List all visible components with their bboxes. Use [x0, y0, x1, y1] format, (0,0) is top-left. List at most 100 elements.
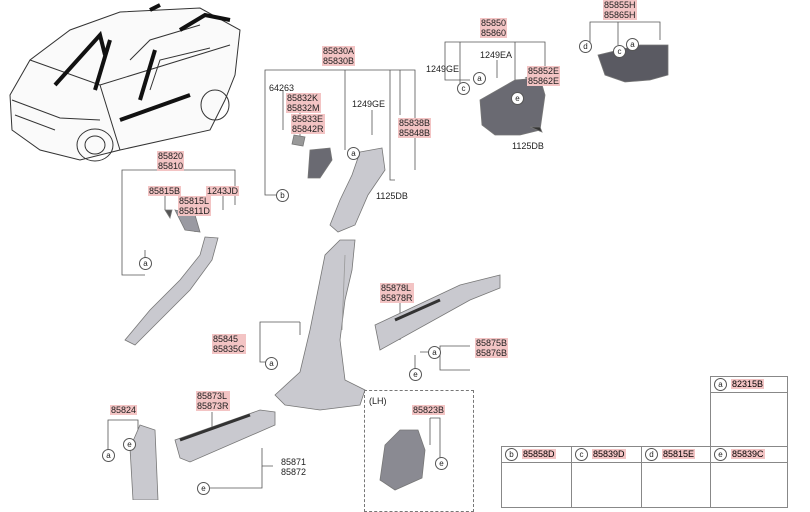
part-1249GE-top-label[interactable]: 1249GE: [426, 64, 459, 74]
legend-cell-b-header: b 85858D: [502, 447, 572, 463]
callout-a-center: a: [265, 357, 278, 370]
upper-center-pillar-trim: [291, 134, 386, 233]
vehicle-illustration: [9, 7, 241, 162]
legend-code-85839D[interactable]: 85839D: [592, 449, 626, 459]
code-85865H: 85865H: [604, 10, 636, 20]
callout-a-rearupper: a: [626, 38, 639, 51]
vehicle-pillar-highlights: [53, 3, 231, 122]
code-85832M: 85832M: [287, 103, 320, 113]
legend-cell-a-header: a 82315B: [711, 377, 787, 393]
part-1249GE-mid-label[interactable]: 1249GE: [352, 99, 385, 109]
legend-cell-e: e 85839C: [710, 446, 788, 508]
callout-a-apillar: a: [139, 257, 152, 270]
code-85815L: 85815L: [179, 196, 210, 206]
part-85823B-label[interactable]: 85823B: [412, 405, 446, 415]
part-85815B-label[interactable]: 85815B: [148, 186, 182, 196]
code-85876B: 85876B: [476, 348, 508, 358]
legend-cell-c: c 85839D: [571, 446, 643, 508]
part-1243JD-label[interactable]: 1243JD: [206, 186, 240, 196]
cowl-side-trim: [129, 424, 159, 500]
legend-cell-b: b 85858D: [501, 446, 573, 508]
lh-label: (LH): [369, 396, 387, 406]
code-85810: 85810: [158, 161, 184, 171]
code-85842R: 85842R: [292, 124, 324, 134]
code-85860: 85860: [481, 28, 507, 38]
legend-letter-d: d: [645, 448, 658, 461]
callout-a-scuff: a: [428, 346, 441, 359]
code-85871: 85871: [281, 457, 307, 467]
legend-letter-c: c: [575, 448, 588, 461]
code-85823B: 85823B: [413, 405, 445, 415]
legend-cell-d-header: d 85815E: [642, 447, 711, 463]
part-1249EA-label[interactable]: 1249EA: [480, 50, 512, 60]
part-1125DB-top-label[interactable]: 1125DB: [512, 141, 544, 151]
legend-code-85815E[interactable]: 85815E: [662, 449, 696, 459]
code-85830B: 85830B: [323, 56, 355, 66]
callout-e-lh: e: [435, 457, 448, 470]
code-1249GE-mid: 1249GE: [352, 99, 386, 109]
lh-bracket-part: [379, 429, 426, 491]
code-1125DB-top: 1125DB: [512, 141, 544, 151]
callout-e-frontscuff: e: [197, 482, 210, 495]
code-85815B: 85815B: [149, 186, 181, 196]
callout-c-rearupper: c: [613, 45, 626, 58]
callout-a-cowl: a: [102, 449, 115, 462]
a-pillar-trim: [124, 209, 219, 346]
code-1125DB-mid: 1125DB: [376, 191, 408, 201]
legend-code-85839C[interactable]: 85839C: [731, 449, 765, 459]
code-85833E: 85833E: [292, 114, 324, 124]
code-85845: 85845: [213, 334, 239, 344]
code-85848B: 85848B: [399, 128, 431, 138]
lh-text: (LH): [369, 396, 387, 406]
legend-code-85858D[interactable]: 85858D: [522, 449, 556, 459]
legend-cell-e-header: e 85839C: [711, 447, 787, 463]
part-85824-label[interactable]: 85824: [110, 405, 138, 415]
code-85850: 85850: [481, 18, 507, 28]
legend-letter-e: e: [714, 448, 727, 461]
code-1243JD: 1243JD: [207, 186, 239, 196]
legend-code-82315B[interactable]: 82315B: [731, 379, 765, 389]
legend-cell-c-header: c 85839D: [572, 447, 642, 463]
callout-a-cpillar: a: [347, 147, 360, 160]
code-85875B: 85875B: [476, 338, 508, 348]
callout-c-quarter: c: [457, 82, 470, 95]
part-64263-label[interactable]: 64263: [269, 83, 294, 93]
callout-e-cowl: e: [123, 438, 136, 451]
rear-scuff-trim: [374, 274, 501, 351]
code-64263: 64263: [269, 83, 295, 93]
code-85873R: 85873R: [197, 401, 229, 411]
code-85835C: 85835C: [213, 344, 245, 354]
callout-d-rearupper: d: [579, 40, 592, 53]
code-1249EA: 1249EA: [480, 50, 513, 60]
code-85830A: 85830A: [323, 46, 355, 56]
legend-cell-a: a 82315B: [710, 376, 788, 448]
code-85824: 85824: [111, 405, 137, 415]
front-scuff-trim: [174, 409, 276, 463]
code-85855H: 85855H: [604, 0, 636, 10]
legend-letter-a: a: [714, 378, 727, 391]
code-85873L: 85873L: [197, 391, 228, 401]
diagram-drawing: [9, 3, 756, 500]
code-85872: 85872: [281, 467, 307, 477]
part-1125DB-mid-label[interactable]: 1125DB: [376, 191, 408, 201]
code-85820: 85820: [158, 151, 184, 161]
code-85832K: 85832K: [287, 93, 319, 103]
callout-a-quarter: a: [473, 72, 486, 85]
callout-e-quarter: e: [511, 92, 524, 105]
code-85811D: 85811D: [179, 206, 210, 216]
